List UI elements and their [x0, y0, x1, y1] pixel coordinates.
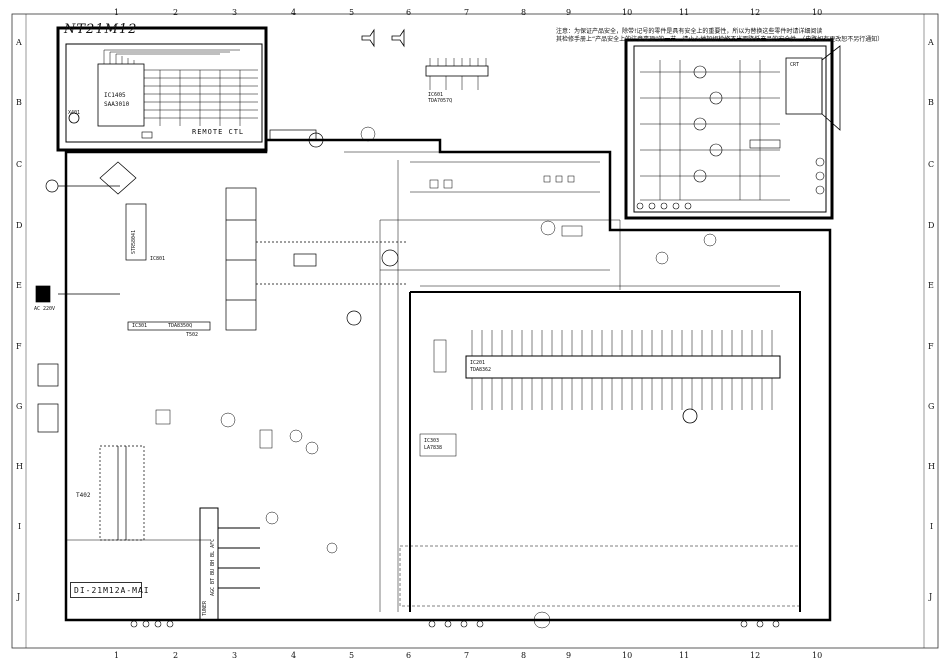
transformer-t402 — [99, 445, 145, 541]
sheet-title: NT21M12 — [64, 22, 138, 37]
ac-input-label: AC 220V — [34, 306, 56, 312]
grid-col-4: 4 — [291, 8, 297, 17]
grid-col-4-bottom: 4 — [291, 651, 297, 660]
small-ic-ref: IC303 — [424, 438, 440, 444]
crt-label: CRT — [790, 62, 800, 68]
grid-col-7: 7 — [464, 8, 470, 17]
grid-row-f-left: F — [16, 342, 22, 351]
grid-row-e-left: E — [16, 281, 22, 290]
board-id: DI-21M12A-MAI — [74, 586, 150, 595]
transformer-label: T402 — [76, 492, 91, 499]
remote-caption: REMOTE CTL — [192, 128, 245, 136]
outer-frame — [11, 13, 939, 649]
grid-row-g-right: G — [928, 402, 935, 411]
tuner — [199, 507, 260, 621]
remote-ic-part: SAA3010 — [104, 101, 130, 108]
grid-col-2-bottom: 2 — [173, 651, 179, 660]
grid-col-13-bottom: 10 — [812, 651, 823, 660]
grid-col-10-bottom: 10 — [622, 651, 633, 660]
grid-row-b-right: B — [928, 98, 934, 107]
board-id-box — [70, 582, 142, 598]
grid-col-5: 5 — [349, 8, 355, 17]
remote-ic-name: IC1405 — [104, 92, 126, 99]
grid-col-1-bottom: 1 — [114, 651, 120, 660]
audio-ic-part: TDA7057Q — [428, 98, 453, 104]
remote-control-box — [56, 26, 268, 152]
grid-row-j-left: J — [17, 592, 21, 601]
main-ic-ref: IC201 — [470, 360, 486, 366]
grid-row-h-left: H — [16, 462, 23, 471]
power-section — [99, 129, 406, 331]
audio-ic-ref: IC601 — [428, 92, 444, 98]
grid-col-13: 10 — [812, 8, 823, 17]
grid-col-6: 6 — [406, 8, 412, 17]
grid-col-12: 12 — [750, 8, 761, 17]
grid-row-i-right: I — [930, 522, 934, 531]
grid-col-3-bottom: 3 — [232, 651, 238, 660]
grid-row-a-right: A — [928, 38, 934, 47]
grid-col-9-bottom: 9 — [566, 651, 572, 660]
grid-row-g-left: G — [16, 402, 23, 411]
grid-col-7-bottom: 7 — [464, 651, 470, 660]
safety-note-line-1: 注意：为保证产品安全，除带!记号的零件是具有安全上的重要性，所以为替换这些零件时… — [556, 28, 823, 35]
main-ic-part: TDA8362 — [470, 367, 492, 373]
grid-col-2: 2 — [173, 8, 179, 17]
grid-row-d-left: D — [16, 221, 23, 230]
grid-col-5-bottom: 5 — [349, 651, 355, 660]
grid-row-h-right: H — [928, 462, 935, 471]
vert-ic-part: TDA8350Q — [168, 323, 193, 329]
grid-col-3: 3 — [232, 8, 238, 17]
power-ic-ref: IC801 — [150, 256, 166, 262]
vert-ic-ref: IC301 — [132, 323, 148, 329]
crt-connector-pads — [636, 202, 692, 210]
fbt-label: T502 — [186, 332, 199, 338]
grid-row-e-right: E — [928, 281, 934, 290]
safety-note-line-2: 其检修手册上“产品安全上的注意事项”的一节，请小心地加组检修不当而降低产品的安全… — [556, 36, 884, 43]
small-ic-part: LA7838 — [424, 445, 443, 451]
tuner-label: TUNER — [202, 600, 208, 616]
grid-col-8: 8 — [521, 8, 527, 17]
grid-row-i-left: I — [18, 522, 22, 531]
remote-crystal: X401 — [68, 110, 81, 116]
grid-row-j-right: J — [929, 592, 933, 601]
ac-input — [35, 179, 120, 433]
audio-ic — [361, 28, 489, 90]
grid-row-d-right: D — [928, 221, 935, 230]
signal-section — [66, 126, 801, 629]
grid-row-c-right: C — [928, 160, 935, 169]
grid-row-f-right: F — [928, 342, 934, 351]
main-board-outline — [64, 138, 832, 622]
grid-col-11: 11 — [679, 8, 690, 17]
grid-col-6-bottom: 6 — [406, 651, 412, 660]
grid-col-10: 10 — [622, 8, 633, 17]
main-ic — [409, 291, 801, 612]
grid-row-b-left: B — [16, 98, 22, 107]
grid-row-c-left: C — [16, 160, 23, 169]
tuner-pins: AGC BT BU BH BL AFC — [210, 538, 216, 596]
grid-col-1: 1 — [114, 8, 120, 17]
bottom-connectors — [130, 620, 780, 628]
grid-col-8-bottom: 8 — [521, 651, 527, 660]
grid-col-11-bottom: 11 — [679, 651, 690, 660]
grid-col-12-bottom: 12 — [750, 651, 761, 660]
grid-col-9: 9 — [566, 8, 572, 17]
crt-board — [624, 38, 841, 220]
grid-row-a-left: A — [16, 38, 22, 47]
power-ic-part: STR58041 — [131, 229, 137, 254]
